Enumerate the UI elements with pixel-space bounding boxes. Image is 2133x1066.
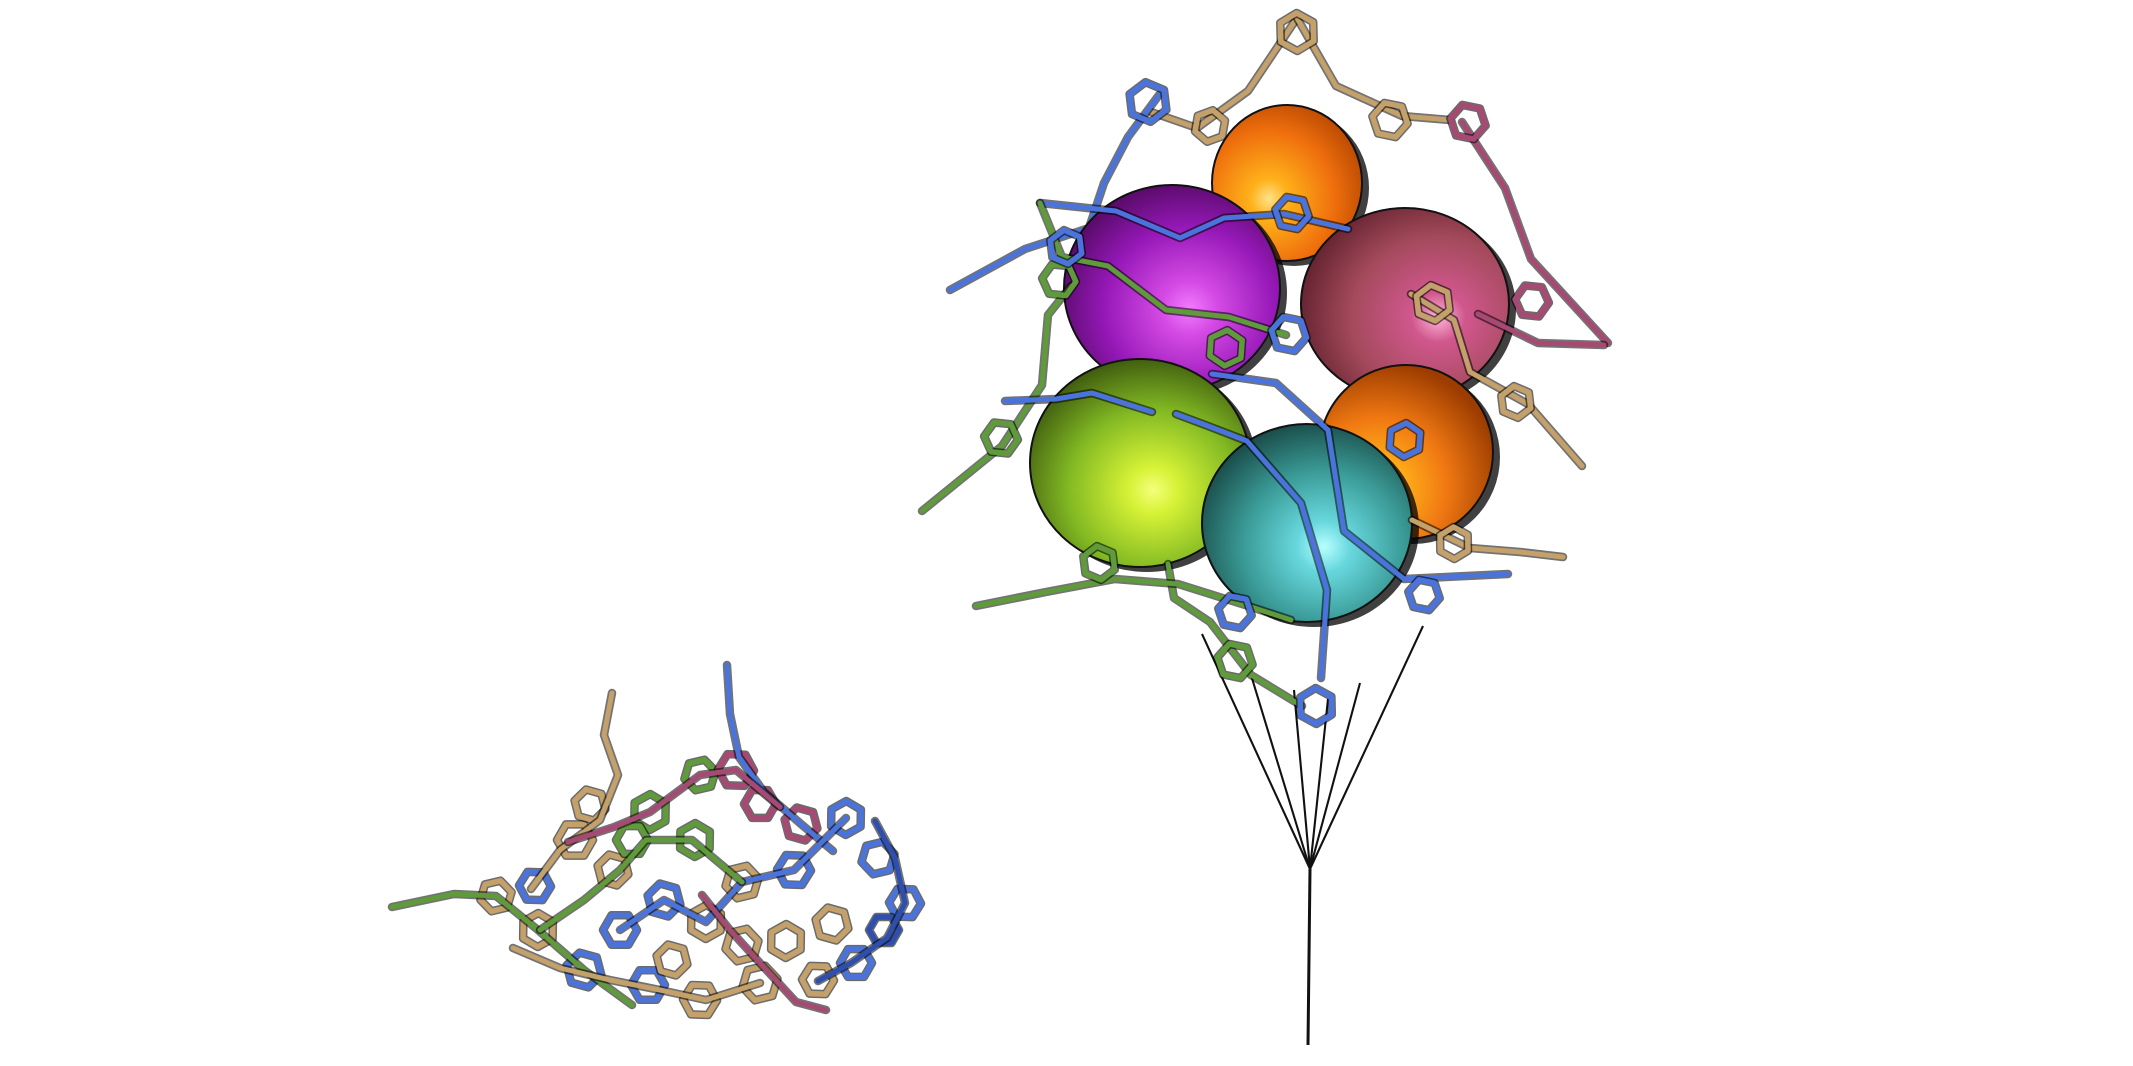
balloon-strings bbox=[1201, 625, 1424, 1046]
cage-ring-green-far-left bbox=[981, 419, 1021, 457]
cage-ring-tan-lower-right bbox=[1498, 383, 1534, 421]
balloon-string-5 bbox=[1308, 682, 1362, 870]
aggregate-bond-6 bbox=[510, 945, 763, 1003]
balloon-string-handle bbox=[1306, 868, 1312, 1046]
balloon-string-4 bbox=[1308, 698, 1330, 870]
cage-ring-blue-center bbox=[1268, 314, 1310, 354]
cage-ring-blue-left bbox=[1047, 227, 1085, 267]
aggregate-bond-7 bbox=[617, 815, 849, 933]
cage-bond-tan-right bbox=[1408, 291, 1585, 469]
molecule-cage-front bbox=[917, 192, 1609, 729]
cage-bond-tan-top-left bbox=[1148, 15, 1300, 131]
aggregate-ring-21 bbox=[600, 912, 640, 948]
cage-ring-blue-bottom bbox=[1297, 685, 1335, 727]
cage-bond-magenta-arm bbox=[1475, 311, 1607, 348]
cage-ring-green-bottom bbox=[1214, 641, 1256, 681]
cage-ring-tan-right bbox=[1369, 100, 1411, 140]
aggregate-ring-22 bbox=[644, 880, 684, 920]
cage-ring-blue-right bbox=[1386, 420, 1424, 460]
cage-bond-green-upper bbox=[1037, 200, 1289, 338]
aggregate-bond-2 bbox=[724, 662, 836, 854]
aggregate-ring-26 bbox=[613, 823, 651, 857]
aggregate-ring-11 bbox=[866, 914, 902, 946]
balloon-string-6 bbox=[1309, 625, 1424, 870]
cage-ring-blue-lower-right bbox=[1405, 577, 1443, 613]
cage-bond-blue-left-arm bbox=[1002, 390, 1155, 415]
aggregate-ring-19 bbox=[477, 877, 515, 915]
balloon-string-3 bbox=[1292, 689, 1312, 870]
cage-bond-blue-upper bbox=[1037, 200, 1351, 241]
balloon-string-2 bbox=[1249, 674, 1312, 870]
cage-ring-magenta-right bbox=[1512, 282, 1552, 320]
aggregate-ring-8 bbox=[828, 798, 864, 838]
aggregate-ring-30 bbox=[799, 963, 837, 997]
cage-bond-tan-top-right bbox=[1294, 15, 1453, 123]
cage-bond-green-left bbox=[919, 283, 1074, 514]
aggregate-ring-1 bbox=[554, 821, 596, 859]
cage-ring-blue-lower bbox=[1215, 593, 1255, 631]
aggregate-bond-5 bbox=[815, 818, 908, 984]
cage-ring-green-lower-left bbox=[1080, 543, 1118, 583]
aggregate-ring-12 bbox=[812, 904, 852, 944]
aggregate-ring-28 bbox=[677, 820, 713, 860]
aggregate-ring-20 bbox=[516, 869, 554, 903]
aggregate-ring-7 bbox=[781, 804, 821, 844]
cage-ring-tan-left bbox=[1192, 107, 1228, 145]
cage-ring-blue-top bbox=[1126, 79, 1170, 125]
aggregate-ring-13 bbox=[768, 921, 804, 961]
aggregate-ring-5 bbox=[715, 751, 757, 789]
cage-bond-blue-center bbox=[1173, 411, 1330, 681]
cage-ring-blue-upper bbox=[1272, 194, 1312, 232]
cage-ring-magenta-top bbox=[1447, 102, 1489, 142]
cage-bond-magenta-right bbox=[1459, 119, 1611, 346]
aggregate-bond-4 bbox=[565, 767, 783, 845]
cage-ring-green-center bbox=[1207, 327, 1245, 369]
molecular-aggregate bbox=[387, 660, 926, 1020]
aggregate-ring-32 bbox=[653, 941, 691, 979]
cage-ring-tan-lower bbox=[1437, 524, 1471, 562]
aggregate-bond-8 bbox=[537, 837, 745, 933]
aggregate-bond-9 bbox=[699, 892, 829, 1013]
balloon-purple bbox=[1063, 184, 1287, 396]
aggregate-ring-17 bbox=[563, 949, 605, 991]
cage-ring-tan-top bbox=[1277, 10, 1317, 54]
aggregate-bond-1 bbox=[528, 690, 621, 892]
cage-ring-tan-right bbox=[1413, 282, 1453, 324]
aggregate-ring-25 bbox=[774, 852, 814, 888]
